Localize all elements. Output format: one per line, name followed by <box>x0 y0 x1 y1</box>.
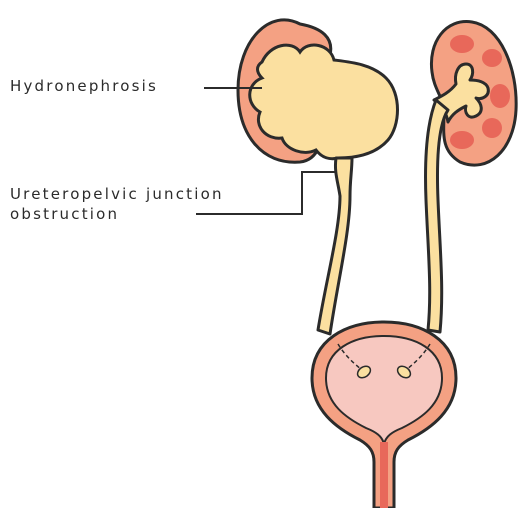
urinary-bladder <box>312 322 456 508</box>
label-upj-line-1: Ureteropelvic junction <box>10 184 224 204</box>
right-kidney-pyramid <box>490 84 510 108</box>
label-upj-line-2: obstruction <box>10 204 224 224</box>
label-ureteropelvic-junction-obstruction: Ureteropelvic junction obstruction <box>10 184 224 224</box>
right-kidney-pyramid <box>482 118 502 138</box>
left-kidney-hydronephrotic <box>238 20 398 162</box>
urethra <box>380 442 388 508</box>
right-kidney-pyramid <box>450 131 474 149</box>
label-hydronephrosis: Hydronephrosis <box>10 76 158 96</box>
left-ureter <box>318 158 352 334</box>
right-kidney-pyramid <box>482 49 502 67</box>
right-kidney-normal <box>431 22 516 166</box>
right-kidney-pyramid <box>450 35 474 53</box>
